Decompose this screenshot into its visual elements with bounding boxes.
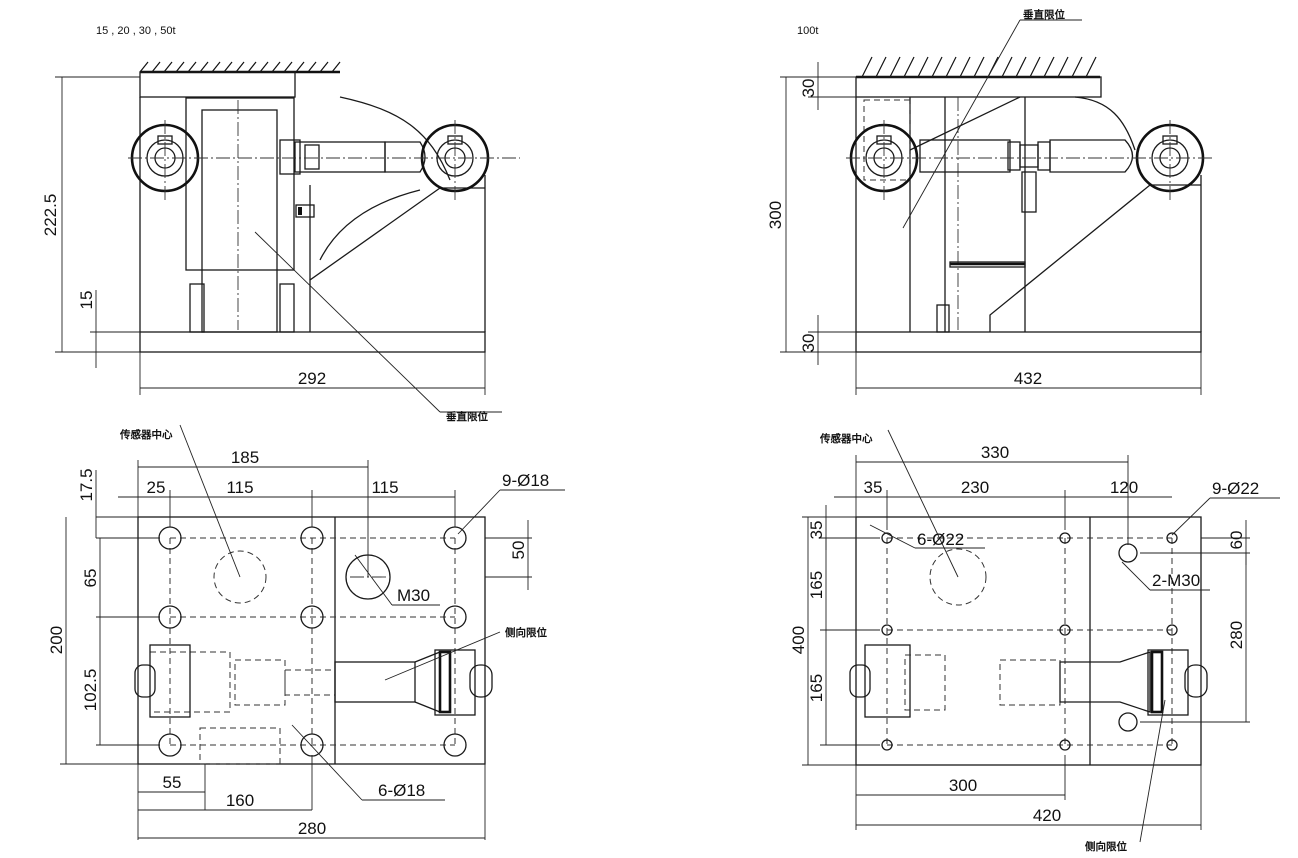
- large-dim-330: 330: [981, 443, 1009, 462]
- large-mount-holes: [881, 532, 1178, 751]
- small-ground-hatch: [139, 61, 341, 73]
- large-front-view: 100t: [766, 8, 1215, 395]
- small-dim-25: 25: [147, 478, 166, 497]
- small-dim-height: 222.5: [41, 194, 60, 237]
- small-dim-160: 160: [226, 791, 254, 810]
- large-sensor-center-label: 传感器中心: [819, 432, 873, 445]
- small-dim-55: 55: [163, 773, 182, 792]
- large-m30-hole-bottom: [1118, 712, 1138, 732]
- large-dim-300: 300: [949, 776, 977, 795]
- large-plan-view: 传感器中心 330 35 230 120 9-Ø22 35 6-Ø22 60 1…: [789, 429, 1280, 853]
- large-dim-400: 400: [789, 626, 808, 654]
- large-side-limit-label: 侧向限位: [1085, 840, 1127, 853]
- small-sensor-center-label: 传感器中心: [119, 428, 173, 441]
- small-dim-m30: M30: [397, 586, 430, 605]
- small-base-plate: [139, 331, 486, 353]
- small-dim-base: 15: [77, 291, 96, 310]
- small-dim-holes: 9-Ø18: [502, 471, 549, 490]
- small-dim-6holes: 6-Ø18: [378, 781, 425, 800]
- large-dim-280: 280: [1227, 621, 1246, 649]
- small-side-limit-label: 侧向限位: [505, 626, 547, 639]
- small-capacity-label: 15 , 20 , 30 , 50t: [96, 25, 176, 37]
- small-dim-185: 185: [231, 448, 259, 467]
- large-sensor-circle: [929, 548, 987, 606]
- small-dim-width: 292: [298, 369, 326, 388]
- large-dim-165b: 165: [807, 674, 826, 702]
- small-dim-102-5: 102.5: [81, 669, 100, 712]
- small-dim-280: 280: [298, 819, 326, 838]
- small-plan-outline: [137, 516, 486, 765]
- small-dim-65: 65: [81, 569, 100, 588]
- large-dim-165a: 165: [807, 571, 826, 599]
- large-vertical-limit-label: 垂直限位: [1023, 8, 1065, 21]
- large-dim-6holes: 6-Ø22: [917, 530, 964, 549]
- small-dim-17-5: 17.5: [77, 468, 96, 501]
- small-sensor-circle: [213, 550, 267, 604]
- large-dim-120: 120: [1110, 478, 1138, 497]
- small-dim-50: 50: [509, 541, 528, 560]
- large-dim-holes: 9-Ø22: [1212, 479, 1259, 498]
- small-dim-115b: 115: [371, 478, 398, 497]
- large-dim-35b: 35: [807, 521, 826, 540]
- small-dim-115a: 115: [226, 478, 253, 497]
- large-base-plate: [855, 331, 1202, 353]
- large-plan-outline: [855, 516, 1202, 766]
- large-dim-top: 30: [799, 79, 818, 98]
- small-front-view: 15 , 20 , 30 , 50t: [41, 25, 520, 423]
- large-ground-hatch: [861, 56, 1097, 78]
- large-dim-base: 30: [799, 334, 818, 353]
- small-plan-view: 传感器中心 185 25 115 115 9-Ø18 17.5 65 102.5…: [47, 424, 565, 840]
- large-dim-height: 300: [766, 201, 785, 229]
- large-dim-width: 432: [1014, 369, 1042, 388]
- large-m30-hole-top: [1118, 543, 1138, 563]
- large-dim-230: 230: [961, 478, 989, 497]
- large-capacity-label: 100t: [797, 25, 818, 37]
- large-dim-m30: 2-M30: [1152, 571, 1200, 590]
- large-dim-60: 60: [1227, 531, 1246, 550]
- small-vertical-limit-label: 垂直限位: [446, 410, 488, 423]
- small-dim-200: 200: [47, 626, 66, 654]
- large-dim-420: 420: [1033, 806, 1061, 825]
- large-dim-35a: 35: [864, 478, 883, 497]
